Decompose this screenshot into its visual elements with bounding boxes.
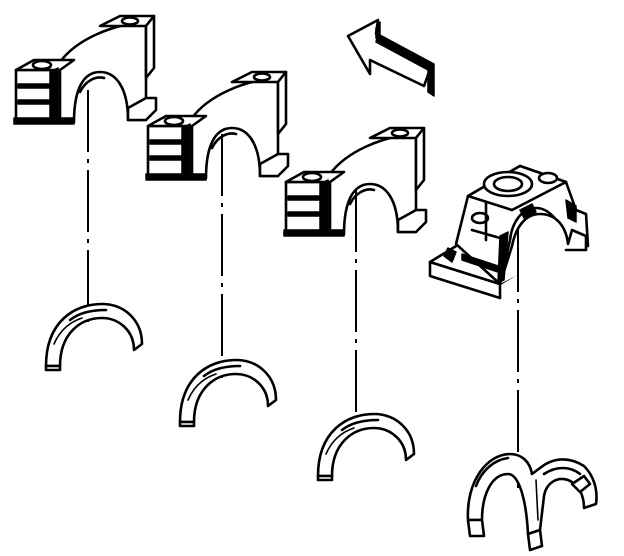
center-lines <box>87 90 519 488</box>
bearing-shell-1 <box>44 302 144 372</box>
bearing-cap-1 <box>12 14 158 126</box>
bearing-cap-rear <box>428 164 590 300</box>
bearing-shell-3 <box>316 412 416 482</box>
front-direction-arrow <box>346 18 435 97</box>
bearing-shell-thrust <box>466 452 598 552</box>
bearing-cap-2 <box>144 70 290 182</box>
bearing-shell-2 <box>178 358 278 428</box>
